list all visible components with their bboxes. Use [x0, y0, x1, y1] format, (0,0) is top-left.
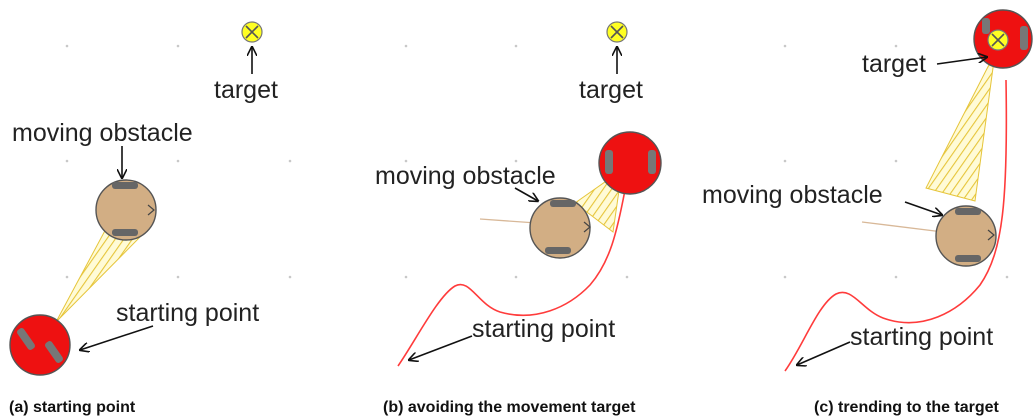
panel-a: target moving obstacle starting point (a… [9, 21, 292, 416]
panel-caption: (a) starting point [9, 399, 136, 416]
robot [9, 314, 71, 376]
panel-b: target moving obstacle starting point (b… [375, 21, 662, 416]
target-marker [606, 21, 628, 43]
grid-dots [65, 44, 292, 279]
obstacle-heading [861, 221, 944, 233]
start-label: starting point [472, 315, 615, 343]
panel-caption: (c) trending to the target [814, 399, 1000, 416]
grid-dots [783, 44, 1009, 279]
panel-c: target moving obstacle starting point (c… [702, 9, 1033, 416]
start-arrow [409, 335, 473, 360]
start-arrow [797, 341, 851, 365]
target-label: target [579, 76, 643, 104]
moving-obstacle [529, 197, 591, 259]
grid-dots [404, 44, 629, 279]
panel-caption: (b) avoiding the movement target [383, 399, 636, 416]
obstacle-label: moving obstacle [12, 119, 193, 147]
target-arrow [936, 57, 987, 65]
target-label: target [214, 76, 278, 104]
obstacle-arrow [514, 187, 538, 201]
target-marker [241, 21, 263, 43]
obstacle-label: moving obstacle [702, 181, 883, 209]
target-label: target [862, 50, 926, 78]
target-marker [987, 29, 1009, 51]
robot-path [397, 189, 626, 367]
moving-obstacle [95, 179, 157, 241]
sensor-cone [925, 52, 996, 202]
robot-path [784, 79, 1008, 372]
start-arrow [80, 325, 154, 350]
obstacle-label: moving obstacle [375, 162, 556, 190]
robot [598, 131, 662, 195]
start-label: starting point [116, 299, 259, 327]
moving-obstacle [935, 205, 997, 267]
start-label: starting point [850, 323, 993, 351]
obstacle-arrow [904, 201, 942, 215]
